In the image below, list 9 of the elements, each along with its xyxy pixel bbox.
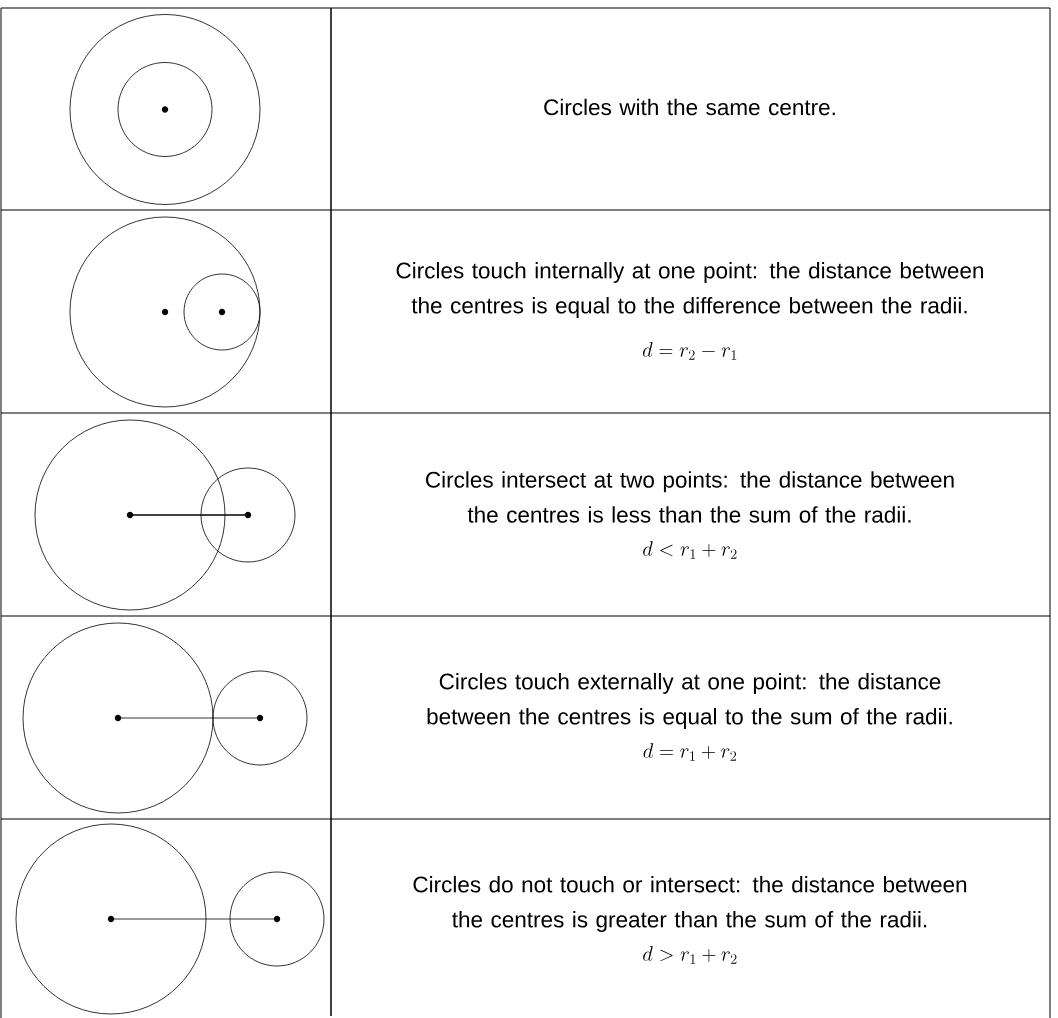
description-text: Circles touch internally at one point: the distance between the centres is equal to the difference between the radii. [396,262,983,318]
description-text: Circles touch externally at one point: the distance between the centres is equal to the sum of the radii. [427,673,952,729]
description-text: Circles with the same centre. [544,98,835,116]
formula: $d = r_1 + r_2$ [643,743,737,761]
formula: $d > r_1 + r_2$ [643,946,737,964]
formula: $d < r_1 + r_2$ [643,541,737,559]
description-text: Circles intersect at two points: the distance between the centres is less than the sum of the radii. [426,471,954,523]
formula: $d = r_2 - r_1$ [642,342,737,360]
description-text: Circles do not touch or intersect: the distance between the centres is greater than the sum of the radii. [413,876,967,932]
